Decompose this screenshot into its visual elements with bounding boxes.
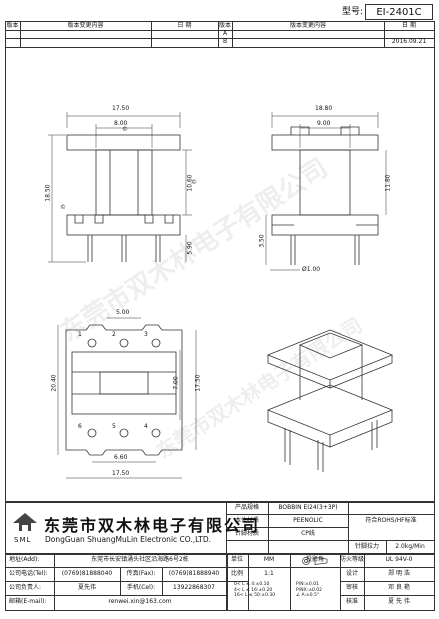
company-name-cn: 东莞市双木林电子有限公司	[44, 516, 261, 535]
dim-side-pin-len: 3.50	[258, 234, 266, 248]
address-value: 东莞市长安镇涌头社区沿海路6号2栋	[91, 556, 189, 563]
dim-bottom-top: 5.00	[116, 309, 130, 316]
fax-label: 传真(Fax):	[126, 570, 156, 577]
pin-number-6: 6	[78, 423, 82, 430]
email-value: renwei.xin@163.com	[108, 598, 172, 605]
pin-number-1: 1	[78, 331, 82, 338]
dim-side-inner: 9.00	[317, 120, 331, 127]
dim-side-pin-dia: Ø1.00	[302, 266, 321, 273]
rev-col-date: 日 期	[177, 21, 192, 29]
tolerance-col-a: 0< L ≤ 4:±0.10 4< L ≤ 16:±0.20 16< L ≤ 5…	[234, 582, 275, 599]
mobile-label: 手机(Cel):	[126, 584, 156, 591]
unit-value: MM	[263, 556, 275, 563]
tolerance-c3: ∠ A:±0.5°	[296, 593, 320, 599]
tolerance-b2: P/NX:±0.02	[296, 587, 322, 593]
side-view	[265, 112, 387, 271]
product-spec-label: 产品规格	[234, 503, 259, 511]
phone-value: (0769)81888040	[61, 570, 113, 577]
projection-symbol-icon	[302, 557, 328, 565]
pin-number-2: 2	[112, 331, 116, 338]
approve-label: 核准	[345, 598, 358, 605]
design-value: 郑 明 浩	[388, 570, 410, 577]
phone-label: 公司电话(Tel):	[9, 570, 48, 577]
dim-bottom-right: 17.50	[194, 374, 202, 392]
owner-value: 夏先伟	[77, 584, 96, 591]
dim-top-height: 18.50	[44, 184, 52, 202]
drawing-frame	[5, 47, 435, 503]
pin-pull-label: 针脚拉力	[354, 542, 379, 550]
check-label: 审核	[345, 584, 358, 591]
dim-bottom-pitch: 6.60	[114, 454, 128, 461]
tolerance-col-b: P/N:±0.01 P/NX:±0.02 ∠ A:±0.5°	[296, 582, 322, 599]
material-value: PEENOLIC	[293, 516, 323, 524]
model-box	[365, 4, 433, 20]
dim-side-width: 18.80	[315, 105, 333, 112]
rev-row-a-version: A	[222, 30, 228, 37]
rev-col-content: 版本变更内容	[67, 21, 104, 29]
fax-value: (0769)81888940	[168, 570, 220, 577]
rev-col-version-2: 版本	[218, 21, 231, 29]
model-value: EI-2401C	[376, 6, 422, 18]
title-block	[5, 501, 435, 555]
rev-col-content-2: 版本变更内容	[289, 21, 326, 29]
check-value: 邓 良 艳	[388, 584, 410, 591]
mark-c3: ©	[191, 179, 197, 186]
dim-bottom-mid: 7.00	[172, 376, 180, 390]
logo-text: SML	[14, 536, 32, 544]
pin-number-3: 3	[144, 331, 148, 338]
dim-bottom-side: 20.40	[50, 374, 58, 392]
rohs-value: 符合ROHS/HF标准	[365, 516, 417, 524]
design-label: 设计	[345, 570, 358, 577]
pin-pull-value: 2.0kg/Min	[395, 542, 425, 550]
dim-bottom-width: 17.50	[112, 470, 130, 477]
rev-col-date-2: 日 期	[402, 21, 416, 29]
rev-row-b-date: 2016.09.21	[391, 38, 427, 45]
bottom-view	[57, 317, 197, 479]
rev-row-b-version: B	[222, 38, 228, 45]
flame-label: 防火等级	[340, 556, 365, 563]
dim-top-width: 17.50	[112, 105, 130, 112]
address-label: 地址(Add):	[9, 556, 40, 563]
tolerance-a3: 16< L ≤ 50:±0.30	[234, 593, 276, 599]
pin-number-5: 5	[112, 423, 116, 430]
dim-side-core: 11.80	[384, 174, 392, 192]
tolerance-a2: 4< L ≤ 16:±0.20	[234, 587, 273, 593]
scale-label: 比例	[230, 570, 243, 577]
pin-material-label: 针脚材质	[234, 529, 259, 537]
approve-value: 夏 先 伟	[388, 598, 410, 605]
isometric-view	[266, 329, 394, 472]
email-label: 邮箱(E-mail):	[9, 598, 47, 605]
spec-table	[226, 553, 435, 611]
mark-c2: ©	[122, 126, 128, 133]
mobile-value: 13922868307	[173, 584, 215, 591]
contact-table	[5, 553, 228, 611]
pin-number-4: 4	[144, 423, 148, 430]
tolerance-a1: 0< L ≤ 4:±0.10	[234, 582, 270, 587]
unit-label: 单位	[230, 556, 243, 563]
dim-top-inner: 8.00	[114, 120, 128, 127]
scale-value: 1:1	[264, 570, 274, 577]
mark-c1: ©	[60, 204, 66, 211]
dim-top-pin: 5.90	[186, 241, 194, 255]
front-view	[48, 112, 192, 263]
owner-label: 公司负责人:	[9, 584, 42, 591]
company-name-en: DongGuan ShuangMuLin Electronic CO.,LTD.	[45, 535, 212, 544]
company-logo	[10, 512, 40, 534]
product-spec-value: BOBBIN EI24(3+3P)	[278, 503, 338, 511]
material-label: 本体材质	[234, 516, 259, 524]
flame-value: UL 94V-0	[385, 556, 413, 563]
rev-col-version: 版本	[6, 21, 19, 29]
model-label: 型号:	[342, 7, 364, 17]
tolerance-b1: P/N:±0.01	[296, 582, 319, 587]
pin-material-value: CP线	[301, 529, 315, 537]
